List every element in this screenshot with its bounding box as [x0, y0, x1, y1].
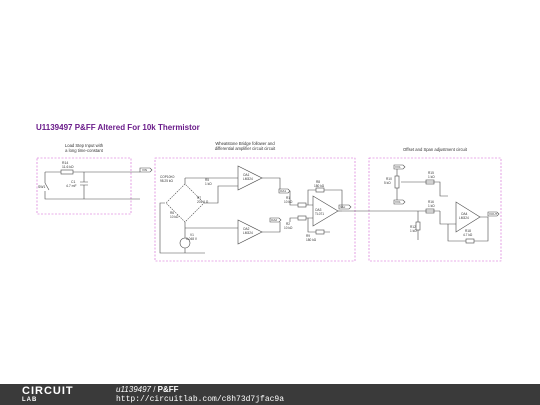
resistor-r18: [465, 238, 475, 244]
r10-value: 5 kΩ: [384, 181, 391, 185]
net-label-oa2: OA2: [271, 218, 277, 222]
r16-name: R16: [428, 200, 434, 204]
r12-name: R12: [410, 225, 416, 229]
resistor-r2: [297, 215, 307, 221]
ntc-name: COP10K0: [160, 175, 175, 179]
r16-value: 1 kΩ: [428, 204, 435, 208]
switch-sw1: [44, 182, 50, 191]
oa4-part: LM324: [459, 216, 469, 220]
net-flag-oa1: [278, 188, 291, 194]
r7-name: R7: [197, 196, 201, 200]
resistor-r15: [425, 179, 435, 185]
r8-name: R8: [316, 180, 320, 184]
r6-name: R6: [170, 211, 174, 215]
capacitor-c1: [80, 172, 88, 199]
potentiometer-r10: [394, 175, 400, 189]
footer-project[interactable]: P&FF: [157, 385, 179, 394]
opamp-oa4: [455, 201, 481, 233]
oa3-name: OA3: [315, 208, 322, 212]
section-load-step-title-2: a long time-constant: [65, 148, 104, 153]
r7-value: 201.6 Ω: [197, 200, 209, 204]
net-flag-vout: [487, 211, 500, 217]
r5-value: 1 kΩ: [205, 182, 212, 186]
c1-name: C1: [71, 180, 75, 184]
r8-value: 180 kΩ: [314, 184, 325, 188]
net-flag-oa2: [269, 217, 282, 223]
resistor-r12: [415, 221, 421, 231]
footer-separator: /: [151, 385, 158, 394]
resistor-r1: [297, 202, 307, 208]
offset-span-circuit: VX1 VX1 R10 5 kΩ R15 1 kΩ R16 1 kΩ R12 1…: [384, 164, 500, 244]
c1-value: 4.7 mF: [66, 184, 77, 188]
net-label-vac: VAc: [340, 205, 346, 209]
oa1-name: OA1: [243, 173, 250, 177]
net-label-vin: VIN: [142, 168, 147, 172]
r9-name: R9: [306, 234, 310, 238]
opamp-oa2: [237, 219, 263, 245]
oa2-name: OA2: [243, 227, 250, 231]
net-label-vx1-top: VX1: [395, 165, 401, 169]
r12-value: 1 kΩ: [410, 229, 417, 233]
r15-name: R15: [428, 171, 434, 175]
r1-name: R1: [286, 196, 290, 200]
ntc-value: 98.25 kΩ: [160, 179, 173, 183]
section-offset-span-box: [368, 157, 502, 262]
r15-value: 1 kΩ: [428, 175, 435, 179]
footer-meta: u1139497 / P&FF http://circuitlab.com/c8…: [116, 385, 284, 405]
r5-name: R5: [205, 178, 209, 182]
circuitlab-logo[interactable]: CIRCUIT LAB: [22, 386, 92, 404]
schematic-canvas: Load Step Input with a long time-constan…: [36, 141, 502, 262]
net-label-vx1-bottom: VX1: [395, 200, 401, 204]
resistor-r16: [425, 208, 435, 214]
footer-user[interactable]: u1139497: [116, 385, 151, 394]
r1-value: 10 kΩ: [284, 200, 293, 204]
oa1-part: LM324: [243, 177, 253, 181]
oa4-name: OA4: [461, 212, 468, 216]
net-flag-vx1-top: [393, 164, 406, 170]
opamp-oa3: [312, 195, 339, 227]
resistor-r14: [60, 169, 74, 175]
load-step-circuit: R14 11.6 kΩ SW1 C1 4.7 mF VIN: [38, 161, 153, 200]
footer-bar: CIRCUIT LAB u1139497 / P&FF http://circu…: [0, 384, 540, 405]
r2-name: R2: [286, 222, 290, 226]
v1-value: 5.048 V: [186, 237, 198, 241]
logo-text-top: CIRCUIT: [22, 385, 74, 397]
oa3-part: TL071: [315, 212, 324, 216]
r18-name: R18: [465, 229, 471, 233]
resistor-r8: [315, 187, 325, 193]
section-load-step-box: [36, 157, 132, 215]
section-offset-span-title: Offset and Span adjustment circuit: [403, 147, 468, 152]
r6-value: 10 kΩ: [170, 215, 179, 219]
r9-value: 180 kΩ: [306, 238, 317, 242]
section-load-step-title-1: Load Step Input with: [65, 143, 104, 148]
section-bridge-title-2: differential amplifier circuit circuit: [215, 146, 276, 151]
v1-name: V1: [190, 233, 194, 237]
net-flag-vx1-bottom: [393, 199, 406, 205]
r18-value: 4.7 kΩ: [463, 233, 473, 237]
bridge-circuit: COP10K0 98.25 kΩ R5 1 kΩ R6 10 kΩ R7 201…: [159, 165, 352, 254]
section-bridge-box: [154, 157, 356, 262]
net-flag-vin: [139, 167, 153, 173]
logo-text-bottom: LAB: [22, 397, 38, 403]
net-label-oa1: OA1: [280, 189, 286, 193]
section-bridge-title-1: Wheatstone Bridge follower and: [215, 141, 275, 146]
schematic-title: U1139497 P&FF Altered For 10k Thermistor: [36, 123, 200, 132]
r14-value: 11.6 kΩ: [62, 165, 74, 169]
net-flag-vac: [338, 204, 352, 210]
r14-name: R14: [62, 161, 68, 165]
sw1-name: SW1: [38, 185, 45, 189]
resistor-r9: [315, 229, 325, 235]
oa2-part: LM324: [243, 231, 253, 235]
footer-url[interactable]: http://circuitlab.com/c8h73d7jfac9a: [116, 395, 285, 404]
r10-name: R10: [386, 177, 392, 181]
net-label-vout: VOUT: [489, 212, 498, 216]
r2-value: 10 kΩ: [284, 226, 293, 230]
